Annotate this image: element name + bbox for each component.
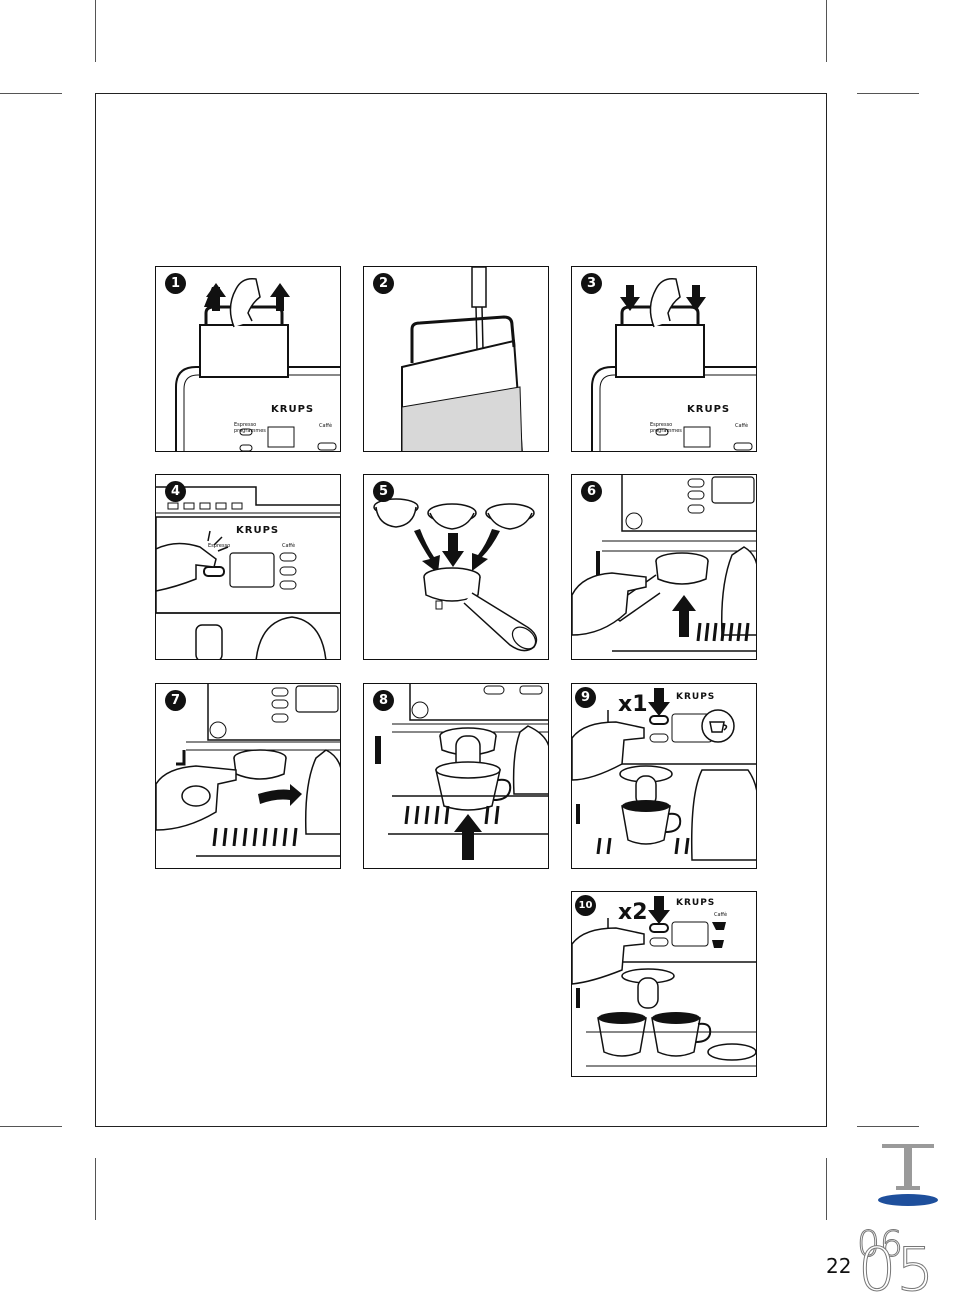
step-8-panel: 8 — [363, 683, 549, 869]
brand-label: KRUPS — [676, 898, 716, 908]
crop-mark — [857, 1126, 919, 1127]
cup-count-label: x2 — [618, 900, 648, 925]
press-button-illustration — [156, 486, 340, 659]
step-number-badge: 6 — [581, 481, 602, 502]
crop-mark — [0, 93, 62, 94]
place-cup-illustration — [375, 684, 548, 860]
brand-label: KRUPS — [271, 404, 315, 415]
crop-mark — [857, 93, 919, 94]
step-number-badge: 2 — [373, 273, 394, 294]
step-9-panel: 9 x1 KRUPS — [571, 683, 757, 869]
crop-mark — [826, 1158, 827, 1220]
step-5-panel: 5 — [363, 474, 549, 660]
lock-filter-holder-illustration — [156, 684, 340, 857]
step-number-badge: 7 — [165, 690, 186, 711]
brand-logo — [878, 1144, 938, 1206]
step-4-panel: 4 KRUPS Espresso Caffè — [155, 474, 341, 660]
filter-holder-illustration — [373, 498, 538, 652]
crop-mark — [95, 1158, 96, 1220]
edition-year-top: 06 — [857, 1224, 904, 1266]
button-label-right: Caffè — [735, 423, 749, 429]
button-label-left: Espresso programmes — [650, 422, 682, 434]
step-number-badge: 10 — [575, 895, 596, 916]
brand-label: KRUPS — [236, 525, 280, 536]
step-number-badge: 4 — [165, 481, 186, 502]
machine-insert-tank-illustration — [591, 277, 756, 451]
crop-mark — [826, 0, 827, 62]
page-frame — [95, 93, 827, 1127]
machine-lift-tank-illustration — [175, 277, 340, 451]
button-label-right: Caffè — [319, 423, 333, 429]
button-label-right: Caffè — [282, 543, 296, 549]
step-number-badge: 1 — [165, 273, 186, 294]
step-number-badge: 5 — [373, 481, 394, 502]
single-cup-illustration — [572, 688, 756, 861]
brand-label: KRUPS — [676, 692, 716, 702]
step-1-panel: 1 KRUPS Espresso programmes Caffè — [155, 266, 341, 452]
insert-filter-holder-illustration — [572, 475, 756, 652]
step-10-panel: 10 x2 KRUPS Caffè — [571, 891, 757, 1077]
fill-tank-illustration — [401, 267, 523, 451]
cup-count-label: x1 — [618, 692, 648, 717]
step-6-panel: 6 — [571, 474, 757, 660]
step-number-badge: 8 — [373, 690, 394, 711]
crop-mark — [95, 0, 96, 62]
step-7-panel: 7 — [155, 683, 341, 869]
button-label-left: Espresso — [208, 543, 231, 549]
brand-label: KRUPS — [687, 404, 731, 415]
button-label-left: Espresso programmes — [234, 422, 266, 434]
button-label-right: Caffè — [714, 912, 728, 918]
step-3-panel: 3 KRUPS Espresso programmes Caffè — [571, 266, 757, 452]
step-number-badge: 9 — [575, 687, 596, 708]
page-number: 22 — [826, 1254, 852, 1278]
step-number-badge: 3 — [581, 273, 602, 294]
double-cup-illustration — [572, 896, 756, 1067]
step-2-panel: 2 — [363, 266, 549, 452]
edition-year-bottom: 05 — [857, 1235, 935, 1305]
crop-mark — [0, 1126, 62, 1127]
